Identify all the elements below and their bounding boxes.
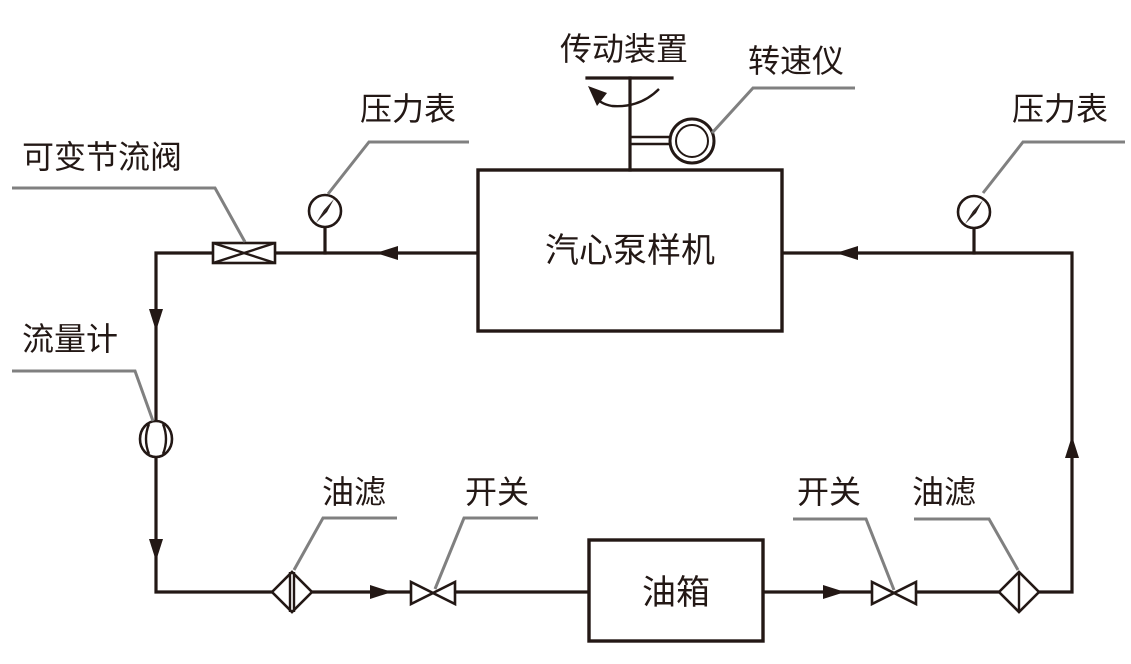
drive-device-icon: [585, 76, 674, 172]
filter-left-label: 油滤: [322, 473, 386, 511]
flow-arrow-pump-inlet: [836, 246, 858, 260]
pressure-gauge-outlet-icon: [307, 193, 343, 255]
flowmeter-label: 流量计: [22, 320, 118, 358]
pressure-gauge-outlet-label: 压力表: [360, 90, 456, 128]
throttle-valve-label: 可变节流阀: [22, 138, 182, 176]
pipe-pump-outlet: [154, 251, 480, 594]
flowmeter-icon: [138, 419, 174, 459]
tank-label: 油箱: [642, 573, 710, 613]
pressure-gauge-inlet-label: 压力表: [1012, 90, 1108, 128]
pipe-pump-inlet: [780, 251, 1074, 594]
flow-arrow-left-down-2: [149, 539, 163, 561]
switch-right-leader: [793, 517, 896, 591]
filter-right-leader: [914, 517, 1020, 571]
switch-right-label: 开关: [797, 473, 861, 511]
tachometer-icon: [630, 117, 716, 165]
filter-left-icon: [270, 570, 314, 614]
pressure-gauge-outlet-leader: [326, 140, 469, 195]
switch-left-label: 开关: [465, 473, 529, 511]
flow-arrow-right-up: [1065, 436, 1079, 458]
flowmeter-leader: [12, 369, 155, 422]
tachometer-leader: [710, 86, 855, 135]
drive-label: 传动装置: [560, 30, 688, 68]
flow-arrow-bottom-left: [370, 585, 392, 599]
throttle-valve-leader: [12, 186, 247, 243]
filter-left-leader: [292, 516, 397, 571]
flow-arrow-left-down-1: [149, 309, 163, 331]
switch-left-icon: [409, 579, 457, 607]
tank-box: [587, 538, 765, 643]
filter-right-icon: [997, 570, 1041, 614]
switch-right-icon: [870, 579, 918, 607]
pump-box: [476, 168, 784, 333]
pump-label: 汽心泵样机: [545, 231, 715, 271]
flow-arrow-bottom-right: [823, 585, 845, 599]
pressure-gauge-inlet-icon: [956, 194, 992, 255]
flow-arrow-pump-outlet: [376, 246, 398, 260]
pressure-gauge-inlet-leader: [981, 140, 1125, 194]
filter-right-label: 油滤: [912, 473, 976, 511]
tachometer-label: 转速仪: [748, 42, 844, 80]
throttle-valve-icon: [211, 241, 277, 265]
switch-left-leader: [433, 516, 538, 590]
